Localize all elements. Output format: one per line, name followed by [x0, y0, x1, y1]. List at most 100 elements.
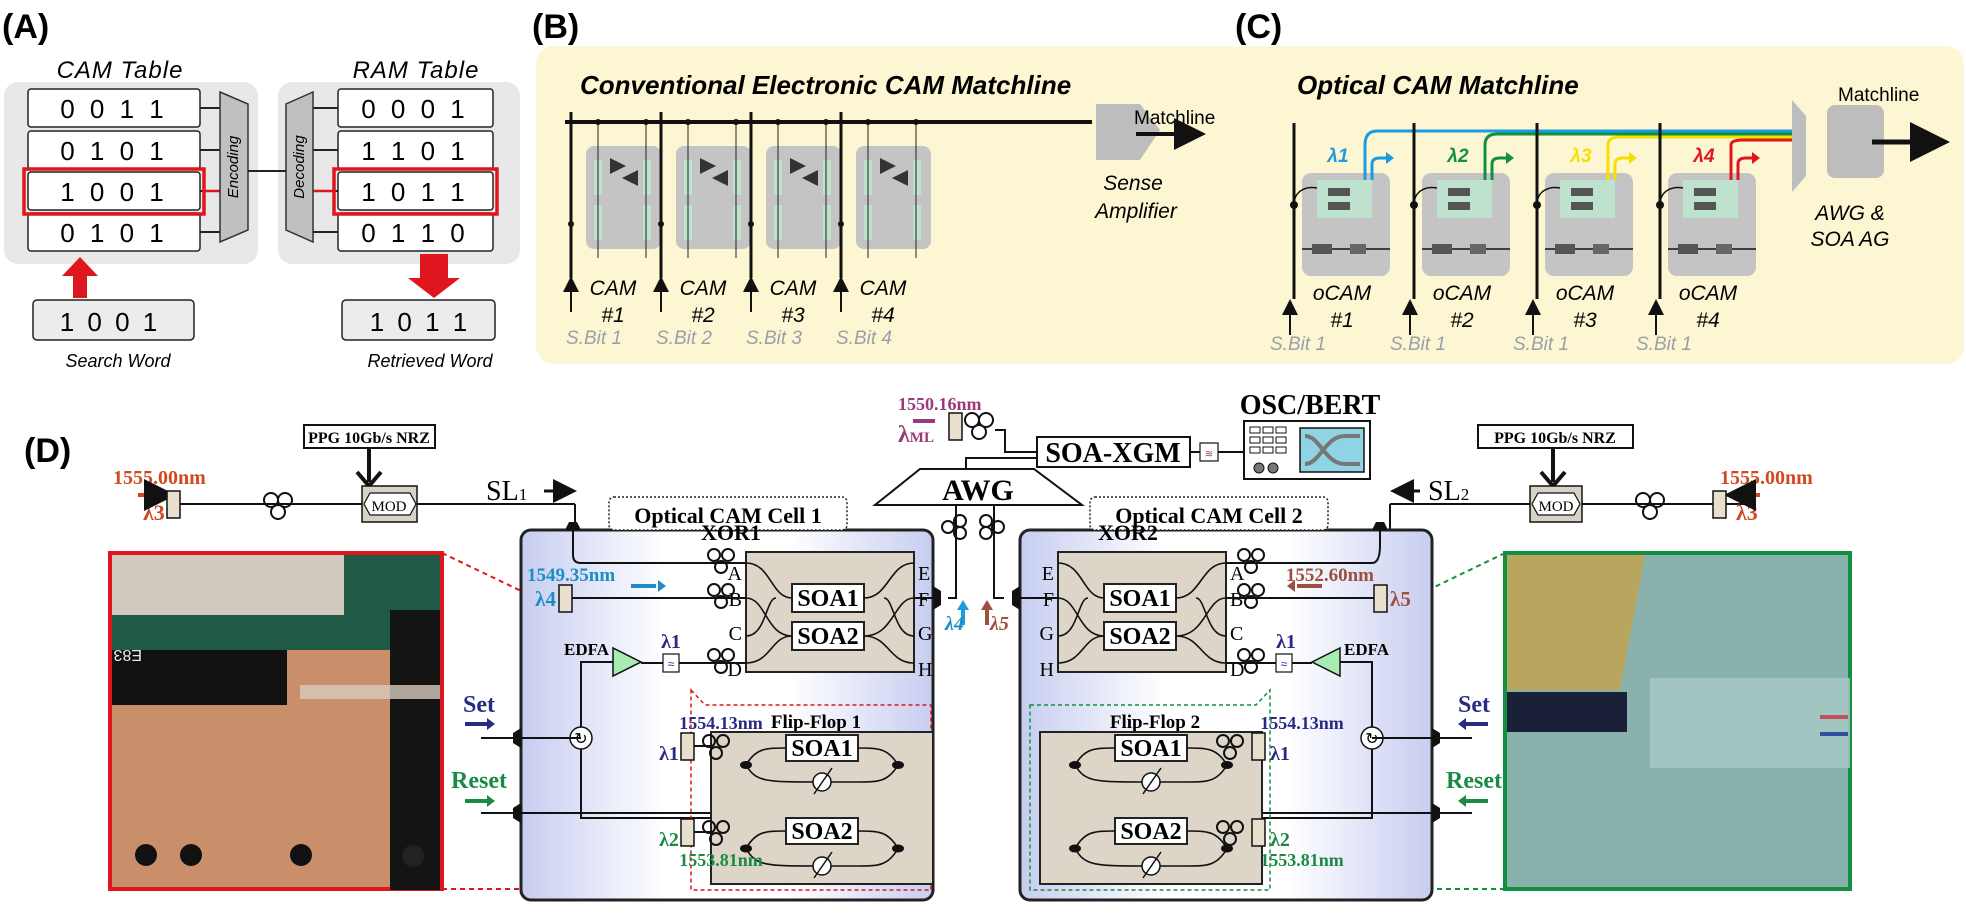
encoder-block: [219, 90, 249, 244]
soa-block-icon: [1328, 188, 1350, 196]
ram-row-value: 1 0 1 1: [361, 177, 469, 207]
coupler-dot: [1221, 761, 1233, 769]
cam-cell-number: #3: [781, 304, 805, 327]
ram-table-title: RAM Table: [353, 57, 480, 84]
right-polarization-controller-icon: [1635, 492, 1665, 520]
filter-glyph-icon: ≈: [1281, 657, 1288, 671]
wavelength-arrowhead-icon: [1629, 152, 1637, 164]
ff-soa1-label: SOA1: [791, 736, 852, 762]
circulator-glyph-icon: ↻: [574, 731, 587, 748]
ff-soa-icon: [1678, 244, 1698, 254]
left-polarization-controller-icon: [263, 492, 293, 520]
ram-table-rows: 0 0 0 11 1 0 11 0 1 10 1 1 0: [313, 88, 499, 252]
polarization-controller-icon: [1216, 734, 1244, 760]
xor-title: XOR1: [701, 520, 761, 545]
retrieved-word-caption: Retrieved Word: [367, 351, 493, 371]
edfa-label: EDFA: [564, 640, 610, 659]
xor-port-label: H: [918, 659, 932, 681]
search-word-box: [32, 299, 195, 341]
search-bit-label: S.Bit 1: [1513, 334, 1569, 355]
junction-dot: [595, 119, 601, 125]
set-arrowhead-icon: [1458, 718, 1466, 730]
search-bit-label: S.Bit 1: [1636, 334, 1692, 355]
left-laser-icon: [166, 490, 181, 519]
xor-port-label: D: [1230, 659, 1244, 681]
osc-bert-label: OSC/BERT: [1240, 390, 1381, 421]
probe-arrowhead-icon: [658, 580, 666, 592]
coupler-dot: [1069, 761, 1081, 769]
phase-shifter-arrow: [1142, 851, 1162, 879]
search-bit-label: S.Bit 1: [1390, 334, 1446, 355]
wavelength-arrowhead-icon: [1752, 152, 1760, 164]
reset-laser-icon: [680, 818, 695, 847]
transistor-shade: [733, 205, 741, 240]
cam-row-value: 1 0 0 1: [60, 177, 168, 207]
awg-label-2: SOA AG: [1811, 228, 1890, 251]
coupler-dot: [740, 844, 752, 853]
set-coupler: [1432, 728, 1440, 748]
cam-cell: CAM#4S.Bit 4: [833, 112, 931, 349]
inverter-icon: [610, 158, 626, 174]
junction-dot: [568, 221, 574, 227]
wavelength-arrowhead-icon: [1506, 152, 1514, 164]
wavelength-label: λ4: [1692, 146, 1715, 167]
xor-shade: [1317, 180, 1372, 218]
probe-lambda: λ4: [535, 587, 556, 611]
cell-title-box: [608, 496, 848, 531]
cam-row-value: 0 1 0 1: [60, 136, 168, 166]
reset-arrowhead-icon: [487, 795, 495, 807]
cell-title: Optical CAM Cell 1: [634, 503, 822, 528]
reset-wavelength: 1553.81nm: [1260, 850, 1344, 870]
ff-soa2-label: SOA2: [791, 819, 852, 845]
sense-amplifier-block: [1096, 104, 1160, 160]
awg-block: [872, 468, 1085, 506]
junction-dot: [748, 221, 754, 227]
flipflop-zoom-outline: [1029, 688, 1271, 891]
junction-dot: [733, 119, 739, 125]
optical-cam-cell-1: Optical CAM Cell 1XOR1SOA1SOA2ABCDEFGH15…: [451, 496, 941, 902]
cell-wire: [1413, 186, 1438, 206]
cam-row: 1 0 0 1: [27, 171, 220, 211]
wavelength-channel-line: [1606, 135, 1793, 180]
junction-dot: [838, 221, 844, 227]
cell-title-box: [1089, 496, 1329, 531]
junction-dot: [685, 119, 691, 125]
ml-lambda-sub: ML: [910, 430, 934, 446]
inverter-icon: [712, 170, 728, 186]
soa-xgm-box: [1036, 436, 1191, 468]
wavelength-channel-line: [1483, 132, 1793, 180]
sl1-sub: 1: [519, 485, 528, 504]
edfa-lambda: λ1: [1276, 631, 1296, 653]
reset-arrowhead-icon: [1458, 795, 1466, 807]
wavelength-label: λ2: [1446, 146, 1469, 167]
xor-shade: [1683, 180, 1738, 218]
awg-label-1: AWG &: [1813, 202, 1885, 225]
panel-b: Conventional Electronic CAM Matchline CA…: [563, 70, 1215, 349]
xor-soa1-label: SOA1: [1109, 586, 1170, 612]
ocam-cell-name: oCAM: [1433, 282, 1492, 305]
xor-waveguides: [745, 562, 915, 664]
retrieved-word-value: 1 0 1 1: [370, 307, 471, 337]
xor-port-label: C: [1230, 623, 1243, 645]
edfa-label: EDFA: [1344, 640, 1390, 659]
ff-soa-icon: [1555, 244, 1575, 254]
ml-lambda-text: λ: [898, 422, 910, 448]
set-wavelength: 1554.13nm: [679, 713, 763, 733]
oscilloscope-icon: [1243, 420, 1371, 480]
ff-soa-icon: [1716, 244, 1732, 254]
panel-a-label: (A): [2, 8, 49, 46]
probe-arrowhead-icon: [1287, 580, 1295, 592]
coupler-dot: [892, 761, 904, 769]
wavelength-arrowhead-icon: [1386, 152, 1394, 164]
soa-block-icon: [1694, 202, 1716, 210]
cam-cell: CAM#3S.Bit 3: [743, 112, 841, 349]
ram-row-value: 0 0 0 1: [361, 94, 469, 124]
sl2-text: SL: [1428, 476, 1461, 507]
wavelength-label: λ1: [1326, 146, 1348, 167]
xor-port-label: G: [1040, 623, 1054, 645]
decoding-label: Decoding: [291, 135, 308, 199]
wavelength-output-arrow-icon: [1613, 156, 1629, 180]
xor-port-label: D: [728, 659, 742, 681]
